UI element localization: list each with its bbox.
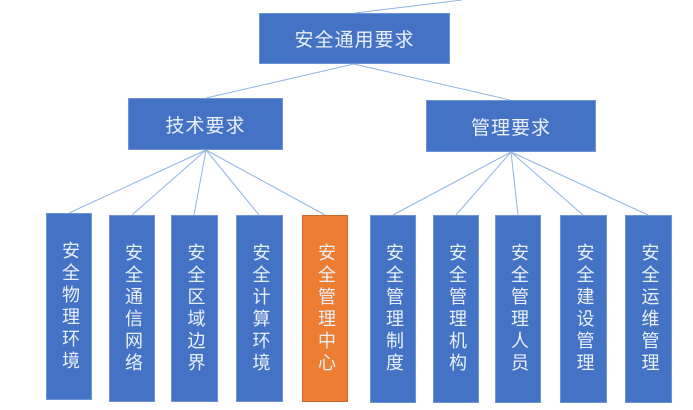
leaf-node-management-center: 安全管理中心 <box>302 215 348 402</box>
branch-node-label: 技术要求 <box>165 114 246 137</box>
connector-tech-1 <box>68 149 207 214</box>
leaf-node-physical-environment: 安全物理环境 <box>46 213 92 400</box>
connector-mgmt-4 <box>510 151 584 216</box>
leaf-node-management-system: 安全管理制度 <box>370 215 416 403</box>
branch-node-technical: 技术要求 <box>128 98 283 150</box>
leaf-node-label: 安全通信网络 <box>122 242 143 375</box>
connector-mgmt-5 <box>510 151 649 216</box>
connector-tech-4 <box>205 149 260 216</box>
connector-mgmt-1 <box>392 151 512 216</box>
branch-node-label: 管理要求 <box>470 116 551 139</box>
root-node-label: 安全通用要求 <box>294 29 415 51</box>
leaf-node-label: 安全建设管理 <box>573 243 595 375</box>
connector-mgmt-3 <box>510 151 519 216</box>
connector-mgmt-2 <box>455 151 512 216</box>
connector-root-parent <box>354 0 463 14</box>
connector-root-tech <box>205 63 355 99</box>
leaf-node-label: 安全物理环境 <box>59 240 80 373</box>
leaf-node-label: 安全管理机构 <box>446 243 467 375</box>
leaf-node-communication-network: 安全通信网络 <box>109 215 155 402</box>
leaf-node-label: 安全管理人员 <box>508 243 529 375</box>
leaf-node-computing-environment: 安全计算环境 <box>236 215 283 402</box>
leaf-node-label: 安全区域边界 <box>184 242 206 375</box>
leaf-node-label: 安全计算环境 <box>249 242 271 375</box>
leaf-node-label: 安全管理制度 <box>383 243 404 375</box>
connector-tech-3 <box>193 149 207 216</box>
leaf-node-construction-management: 安全建设管理 <box>560 215 607 403</box>
leaf-node-area-boundary: 安全区域边界 <box>171 215 218 402</box>
connector-tech-5 <box>205 149 326 216</box>
leaf-node-management-personnel: 安全管理人员 <box>495 215 541 403</box>
leaf-node-operations-management: 安全运维管理 <box>625 215 672 403</box>
branch-node-management: 管理要求 <box>426 100 596 152</box>
connector-root-mgmt <box>353 63 511 101</box>
leaf-node-label: 安全管理中心 <box>315 242 336 375</box>
root-node: 安全通用要求 <box>259 13 450 64</box>
leaf-node-label: 安全运维管理 <box>638 243 660 375</box>
leaf-node-management-organization: 安全管理机构 <box>433 215 479 403</box>
connector-tech-2 <box>131 149 207 216</box>
